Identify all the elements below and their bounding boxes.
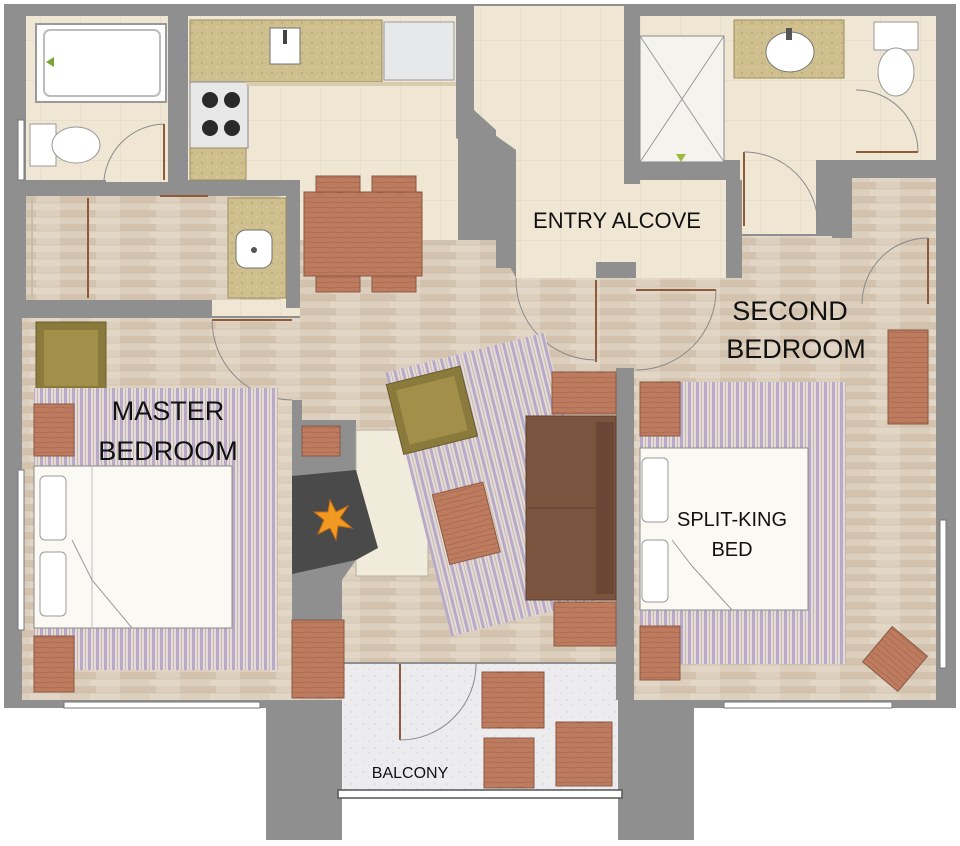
master-nightstand bbox=[33, 403, 75, 457]
shower-line bbox=[639, 35, 725, 163]
wall-master-top bbox=[22, 300, 212, 318]
master-pillow bbox=[39, 551, 67, 617]
second-bath-lower-floor bbox=[740, 150, 816, 234]
master-bed-sheet-fold bbox=[71, 539, 133, 629]
wall-second-closet-left bbox=[832, 176, 852, 238]
bathtub-basin bbox=[43, 29, 161, 97]
master-closet-window bbox=[17, 119, 25, 181]
entry-alcove-label: ENTRY ALCOVE bbox=[533, 208, 701, 233]
balcony-railing bbox=[337, 789, 623, 799]
master-dresser bbox=[291, 619, 345, 699]
wall-entry-right bbox=[624, 16, 640, 184]
second-side-window bbox=[939, 519, 947, 669]
second-wall-window bbox=[723, 701, 893, 709]
second-faucet-icon bbox=[786, 28, 792, 40]
wall-kitchen-right bbox=[456, 16, 474, 126]
second-bath-door-swing bbox=[855, 89, 919, 153]
wall-fireplace-top bbox=[301, 425, 341, 457]
entry-door-2-swing bbox=[635, 289, 717, 371]
kitchen-faucet-icon bbox=[283, 30, 287, 44]
second-toilet-bowl bbox=[877, 47, 915, 97]
refrigerator bbox=[383, 21, 455, 81]
wall-bath-kitchen bbox=[168, 16, 188, 196]
stove bbox=[189, 81, 249, 149]
wall-second-bath-divider bbox=[816, 160, 936, 178]
wall-entry-stub bbox=[596, 262, 636, 278]
balcony-door-swing bbox=[399, 663, 477, 741]
master-wall-window bbox=[63, 701, 261, 709]
bed-label: BED bbox=[711, 539, 752, 561]
second-nightstand bbox=[639, 625, 681, 681]
side-table bbox=[553, 601, 617, 647]
second-pillow bbox=[641, 539, 669, 603]
kitchen-counter-corner bbox=[189, 147, 247, 181]
master-pillow bbox=[39, 475, 67, 541]
second-bath-door-2-swing bbox=[743, 151, 819, 227]
dining-table bbox=[303, 191, 423, 277]
second-bedroom-label: SECOND bbox=[732, 296, 848, 326]
wall-closet-top bbox=[168, 180, 300, 196]
second-pillow bbox=[641, 457, 669, 523]
wall-entry-left bbox=[456, 120, 516, 268]
master-side-window bbox=[17, 469, 25, 631]
wall-second-bedroom-left bbox=[616, 368, 634, 700]
master-bedroom-label: BEDROOM bbox=[98, 436, 238, 466]
shower-drain-icon bbox=[676, 154, 686, 162]
balcony-wall-left bbox=[266, 700, 342, 840]
master-bath-door-swing bbox=[103, 123, 165, 181]
wall-second-bath-bottom bbox=[640, 160, 740, 180]
toilet-bowl bbox=[51, 126, 101, 164]
bed-label: SPLIT-KING bbox=[677, 509, 787, 531]
wall-master-right bbox=[292, 400, 302, 420]
wall-entry-bottom-right bbox=[726, 180, 742, 278]
sofa-back bbox=[596, 422, 614, 594]
balcony-label: BALCONY bbox=[372, 765, 449, 782]
second-nightstand bbox=[639, 381, 681, 437]
flame-icon bbox=[312, 498, 354, 542]
balcony-wall-right bbox=[618, 700, 694, 840]
burner-icon bbox=[224, 120, 240, 136]
second-closet-floor bbox=[852, 178, 936, 236]
burner-icon bbox=[202, 92, 218, 108]
second-bedroom-label: BEDROOM bbox=[726, 334, 866, 364]
second-bed-sheet-fold bbox=[671, 539, 733, 611]
bathtub-drain-icon bbox=[46, 57, 54, 67]
second-corner-chair bbox=[861, 625, 929, 693]
kitchen-cabinets bbox=[246, 82, 456, 86]
master-bedroom-label: MASTER bbox=[112, 396, 225, 426]
entry-alcove-floor bbox=[474, 6, 726, 278]
side-table bbox=[551, 371, 617, 415]
coffee-table bbox=[431, 481, 501, 566]
master-nightstand bbox=[33, 635, 75, 693]
wall-vanity-right bbox=[286, 196, 300, 308]
burner-icon bbox=[224, 92, 240, 108]
wall-bath-bottom bbox=[26, 180, 106, 196]
master-armchair-seat bbox=[44, 330, 98, 386]
living-armchair-seat bbox=[396, 375, 468, 445]
balcony-table bbox=[483, 737, 535, 789]
second-closet-door-swing bbox=[861, 237, 929, 305]
master-bed bbox=[33, 465, 233, 629]
second-toilet-tank bbox=[873, 21, 919, 51]
balcony-chair bbox=[481, 671, 545, 729]
master-vanity-drain-icon bbox=[251, 247, 257, 253]
balcony-chair bbox=[555, 721, 613, 787]
burner-icon bbox=[202, 120, 218, 136]
second-dresser bbox=[887, 329, 929, 425]
